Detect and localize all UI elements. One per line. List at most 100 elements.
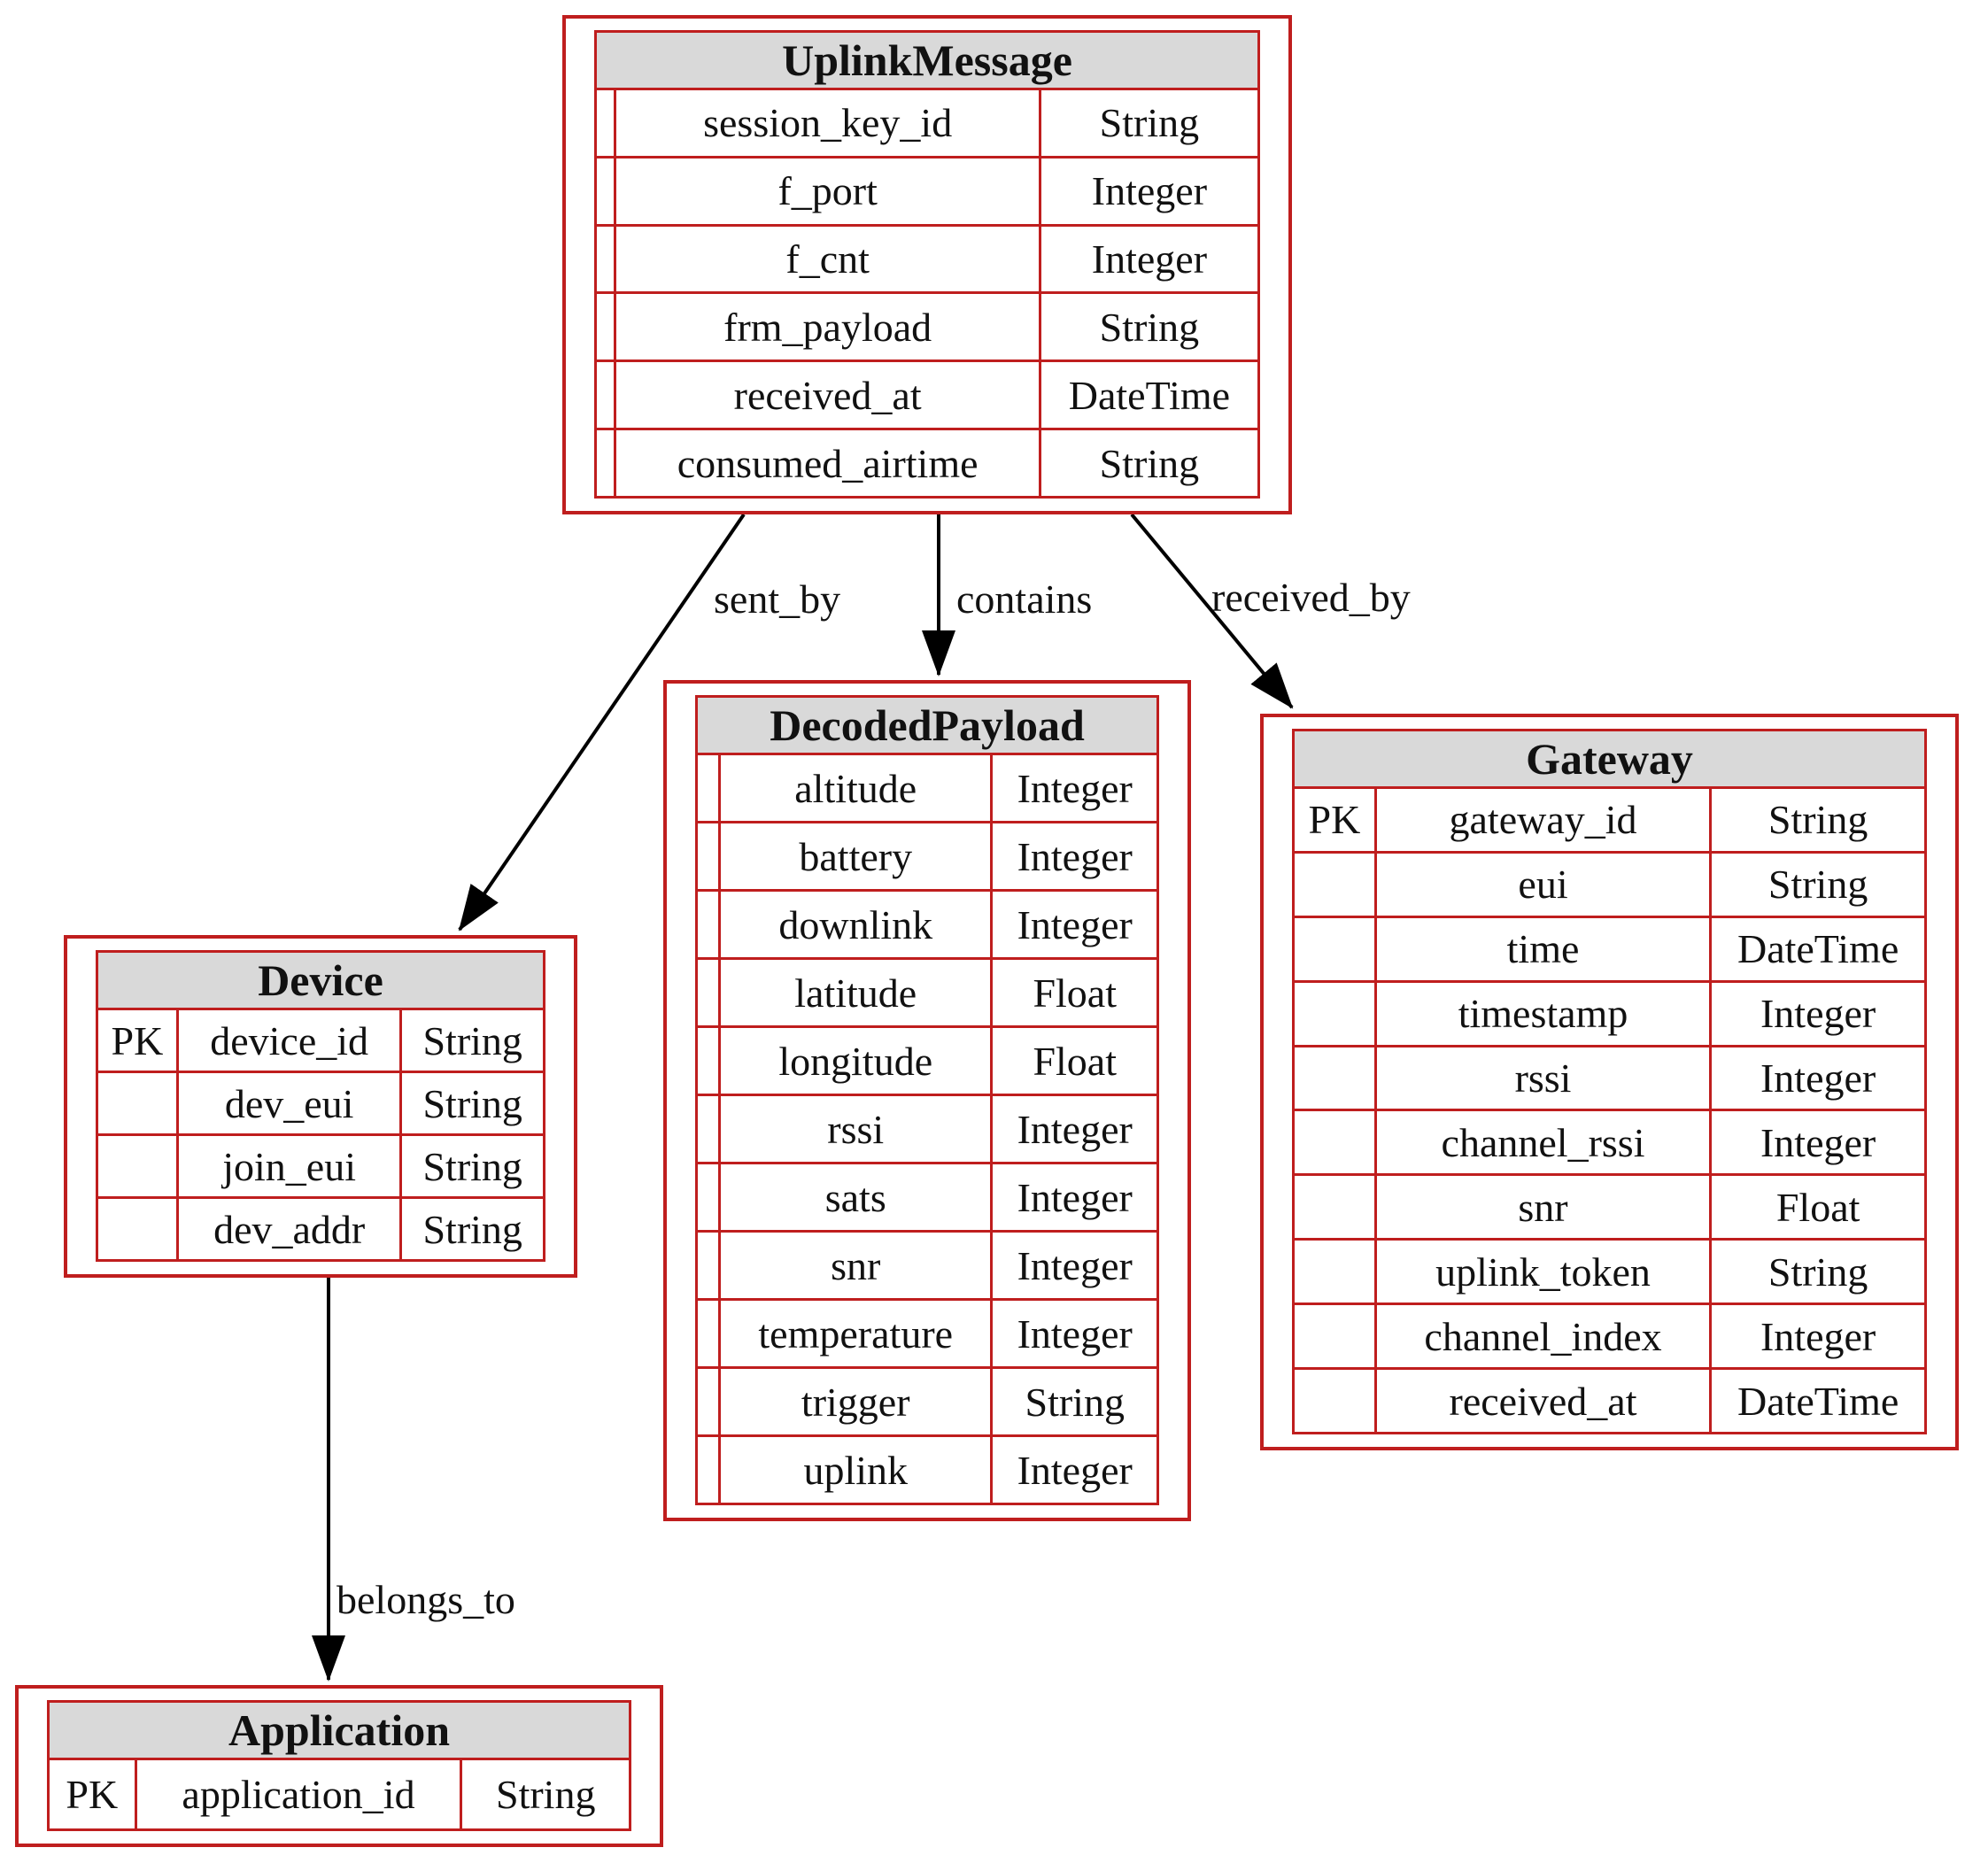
attribute-name-cell: longitude	[718, 1025, 994, 1096]
arrow-sent-by	[458, 513, 746, 932]
attribute-name-cell: uplink	[718, 1434, 994, 1505]
attribute-type-cell: String	[1038, 291, 1261, 363]
pk-cell	[694, 753, 722, 823]
attribute-type-cell: String	[1709, 850, 1927, 918]
attribute-name-cell: consumed_airtime	[614, 428, 1041, 499]
pk-cell	[1292, 1173, 1377, 1241]
attribute-name-cell: eui	[1373, 850, 1713, 918]
pk-cell	[694, 957, 722, 1028]
pk-cell	[96, 1196, 179, 1262]
attribute-name-cell: dev_eui	[175, 1071, 403, 1136]
attribute-type-cell: String	[460, 1758, 631, 1831]
attribute-name-cell: channel_index	[1373, 1303, 1713, 1371]
attribute-name-cell: sats	[718, 1162, 994, 1233]
attribute-type-cell: Integer	[990, 889, 1159, 960]
pk-cell	[694, 1094, 722, 1164]
pk-cell	[1292, 1044, 1377, 1112]
attribute-name-cell: join_eui	[175, 1133, 403, 1199]
pk-cell	[1292, 850, 1377, 918]
attribute-type-cell: String	[1709, 1238, 1927, 1306]
pk-cell	[694, 821, 722, 892]
attribute-type-cell: Integer	[1709, 1109, 1927, 1177]
attribute-name-cell: received_at	[614, 359, 1041, 431]
attribute-name-cell: dev_addr	[175, 1196, 403, 1262]
attribute-name-cell: frm_payload	[614, 291, 1041, 363]
attribute-type-cell: Integer	[990, 1434, 1159, 1505]
pk-cell	[593, 291, 617, 363]
pk-cell: PK	[96, 1008, 179, 1073]
attribute-name-cell: snr	[1373, 1173, 1713, 1241]
pk-cell	[694, 1230, 722, 1301]
attribute-type-cell: Integer	[990, 1298, 1159, 1369]
attribute-name-cell: altitude	[718, 753, 994, 823]
attribute-type-cell: String	[1038, 428, 1261, 499]
pk-cell	[96, 1071, 179, 1136]
attribute-name-cell: uplink_token	[1373, 1238, 1713, 1306]
attribute-type-cell: Float	[1709, 1173, 1927, 1241]
attribute-type-cell: String	[399, 1008, 545, 1073]
attribute-type-cell: DateTime	[1709, 1367, 1927, 1434]
attribute-name-cell: session_key_id	[614, 88, 1041, 158]
attribute-name-cell: application_id	[134, 1758, 463, 1831]
attribute-type-cell: String	[399, 1196, 545, 1262]
pk-cell	[694, 1366, 722, 1437]
attribute-type-cell: String	[990, 1366, 1159, 1437]
entity-title-device: Device	[96, 950, 545, 1010]
attribute-type-cell: Integer	[1709, 1303, 1927, 1371]
attribute-name-cell: timestamp	[1373, 979, 1713, 1047]
attribute-type-cell: Integer	[990, 753, 1159, 823]
attribute-type-cell: Integer	[990, 1230, 1159, 1301]
pk-cell	[694, 1025, 722, 1096]
attribute-type-cell: String	[399, 1133, 545, 1199]
attribute-type-cell: String	[399, 1071, 545, 1136]
attribute-type-cell: Integer	[1038, 155, 1261, 227]
pk-cell	[593, 223, 617, 295]
pk-cell	[1292, 1109, 1377, 1177]
entity-title-decodedpayload: DecodedPayload	[695, 695, 1159, 755]
entity-title-uplinkmessage: UplinkMessage	[594, 30, 1260, 90]
attribute-name-cell: channel_rssi	[1373, 1109, 1713, 1177]
attribute-name-cell: latitude	[718, 957, 994, 1028]
attribute-type-cell: DateTime	[1709, 915, 1927, 983]
attribute-name-cell: rssi	[718, 1094, 994, 1164]
attribute-name-cell: downlink	[718, 889, 994, 960]
pk-cell	[694, 1162, 722, 1233]
pk-cell	[1292, 1303, 1377, 1371]
pk-cell	[593, 88, 617, 158]
pk-cell	[694, 889, 722, 960]
relationship-label-received-by: received_by	[1211, 575, 1411, 620]
pk-cell: PK	[1292, 786, 1377, 854]
